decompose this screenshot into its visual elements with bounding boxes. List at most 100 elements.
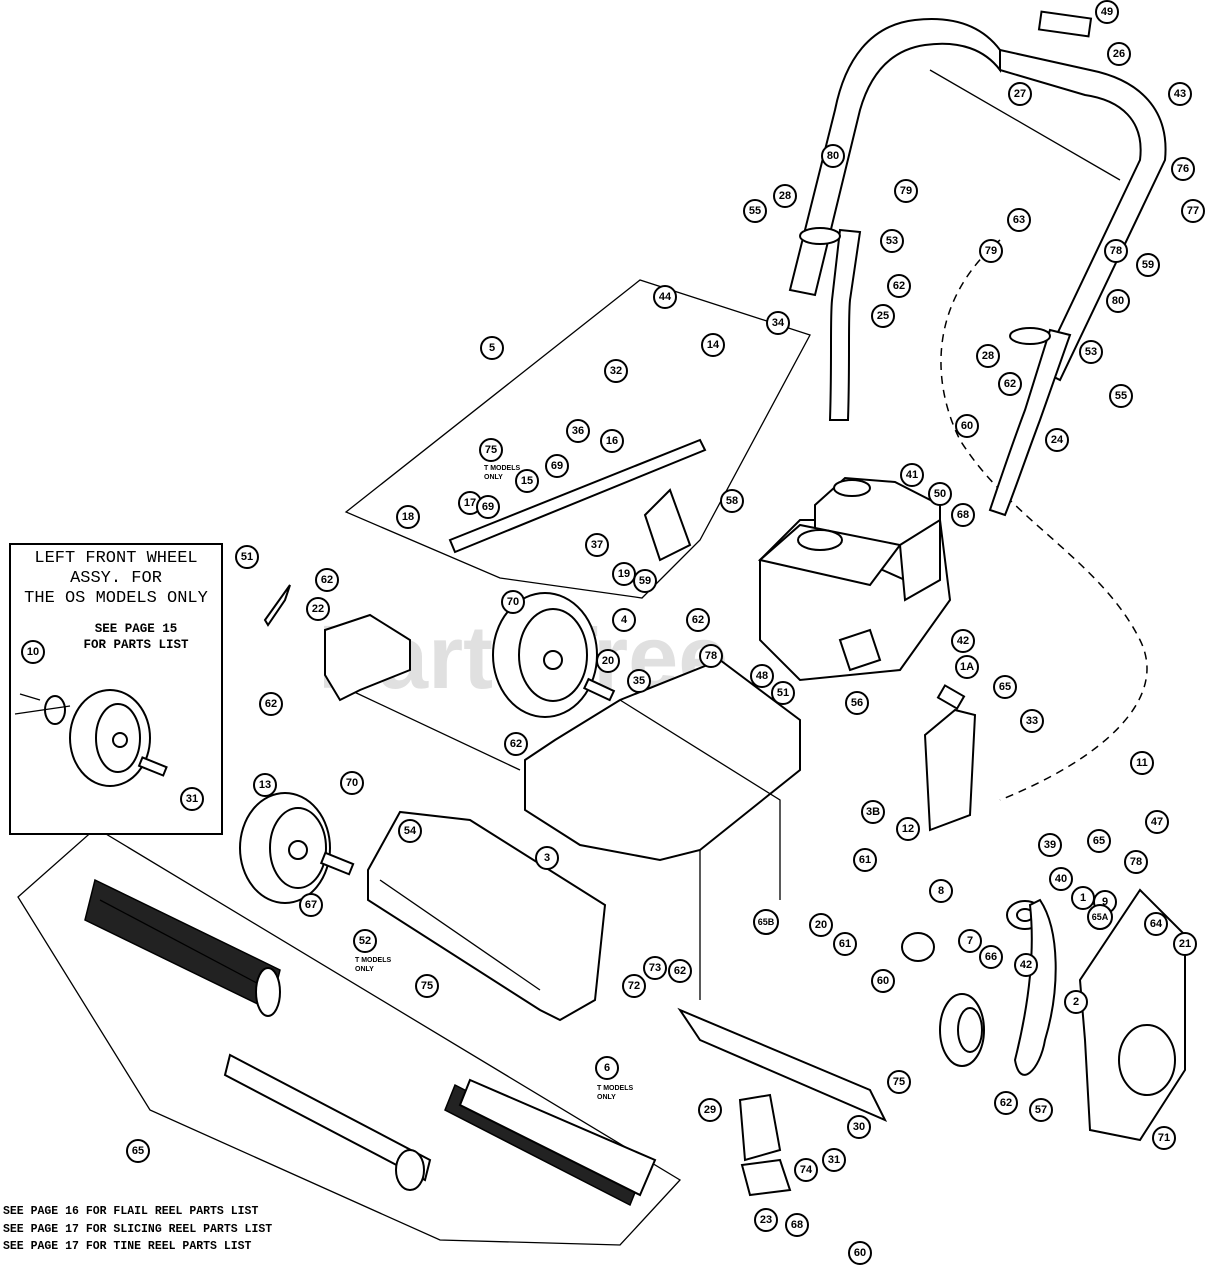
callout-41: 41 bbox=[900, 463, 924, 487]
callout-label: 56 bbox=[851, 697, 863, 709]
callout-label: 71 bbox=[1158, 1132, 1170, 1144]
callout-50: 50 bbox=[928, 482, 952, 506]
callout-label: 70 bbox=[507, 596, 519, 608]
callout-label: 36 bbox=[572, 425, 584, 437]
callout-49: 49 bbox=[1095, 0, 1119, 24]
callout-label: 54 bbox=[404, 825, 417, 837]
callout-label: 29 bbox=[704, 1104, 716, 1116]
callout-72: 72 bbox=[622, 974, 646, 998]
callout-label: 4 bbox=[621, 614, 628, 626]
callout-62: 62 bbox=[998, 372, 1022, 396]
callout-60: 60 bbox=[871, 969, 895, 993]
inset-left-front-wheel: LEFT FRONT WHEEL ASSY. FOR THE OS MODELS… bbox=[9, 543, 223, 835]
callout-62: 62 bbox=[887, 274, 911, 298]
t-models-note-1-line-1: T MODELS bbox=[484, 465, 520, 472]
callout-73: 73 bbox=[643, 956, 667, 980]
callout-label: 7 bbox=[967, 935, 973, 947]
bracket-22 bbox=[324, 613, 411, 702]
callout-51: 51 bbox=[771, 681, 795, 705]
callout-65: 65 bbox=[1087, 829, 1111, 853]
callout-label: 3 bbox=[544, 852, 550, 864]
flail-reel bbox=[84, 878, 281, 1017]
callout-32: 32 bbox=[604, 359, 628, 383]
callout-label: 13 bbox=[259, 779, 271, 791]
plate-51 bbox=[263, 584, 291, 627]
callout-19: 19 bbox=[612, 562, 636, 586]
callout-70: 70 bbox=[501, 590, 525, 614]
handle-dash-line bbox=[940, 239, 1148, 801]
callout-58: 58 bbox=[720, 489, 744, 513]
callout-label: 9 bbox=[1102, 896, 1108, 908]
callout-label: 62 bbox=[692, 614, 704, 626]
callout-label: 74 bbox=[800, 1164, 813, 1176]
callout-label: 48 bbox=[756, 670, 768, 682]
callout-label: 77 bbox=[1187, 205, 1199, 217]
callout-label: 53 bbox=[886, 235, 898, 247]
wheel-3 bbox=[239, 792, 355, 904]
callout-label: 78 bbox=[705, 650, 717, 662]
handle-assembly bbox=[788, 10, 1167, 517]
callout-36: 36 bbox=[566, 419, 590, 443]
callout-80: 80 bbox=[1106, 289, 1130, 313]
callout-62: 62 bbox=[504, 732, 528, 756]
callout-label: 12 bbox=[902, 823, 914, 835]
callout-71: 71 bbox=[1152, 1126, 1176, 1150]
callout-label: 55 bbox=[1115, 390, 1127, 402]
callout-53: 53 bbox=[1079, 340, 1103, 364]
callout-label: 75 bbox=[485, 444, 497, 456]
callout-label: 79 bbox=[985, 245, 997, 257]
t-models-note-3-line-2: ONLY bbox=[597, 1094, 616, 1101]
callout-label: 65A bbox=[1092, 912, 1109, 922]
callout-label: 62 bbox=[1004, 378, 1016, 390]
callout-label: 10 bbox=[27, 646, 39, 658]
callout-label: 35 bbox=[633, 675, 645, 687]
callout-74: 74 bbox=[794, 1158, 818, 1182]
callout-78: 78 bbox=[699, 644, 723, 668]
callout-68: 68 bbox=[785, 1213, 809, 1237]
callout-55: 55 bbox=[1109, 384, 1133, 408]
callout-54: 54 bbox=[398, 819, 422, 843]
callout-label: 8 bbox=[938, 885, 944, 897]
callout-47: 47 bbox=[1145, 810, 1169, 834]
spacer-1A bbox=[936, 684, 966, 710]
callout-20: 20 bbox=[809, 913, 833, 937]
callout-25: 25 bbox=[871, 304, 895, 328]
callout-label: 60 bbox=[961, 420, 973, 432]
callout-59: 59 bbox=[1136, 253, 1160, 277]
callout-13: 13 bbox=[253, 773, 277, 797]
callout-label: 26 bbox=[1113, 48, 1125, 60]
callout-75: 75 bbox=[415, 974, 439, 998]
drive-pulleys bbox=[901, 898, 1057, 1076]
callout-42: 42 bbox=[1014, 953, 1038, 977]
callout-65: 65 bbox=[993, 675, 1017, 699]
callout-42: 42 bbox=[951, 629, 975, 653]
callout-label: 40 bbox=[1055, 873, 1067, 885]
callout-label: 44 bbox=[659, 291, 672, 303]
inset-note-line-1: SEE PAGE 15 bbox=[95, 622, 178, 636]
callout-27: 27 bbox=[1008, 82, 1032, 106]
callout-label: 62 bbox=[321, 574, 333, 586]
callout-21: 21 bbox=[1173, 932, 1197, 956]
callout-label: 65 bbox=[132, 1145, 144, 1157]
callout-label: 73 bbox=[649, 962, 661, 974]
callout-label: 49 bbox=[1101, 6, 1113, 18]
callout-29: 29 bbox=[698, 1098, 722, 1122]
bracket-23 bbox=[740, 1158, 792, 1197]
callout-label: 42 bbox=[1020, 959, 1032, 971]
callout-59: 59 bbox=[633, 569, 657, 593]
callout-77: 77 bbox=[1181, 199, 1205, 223]
callout-14: 14 bbox=[701, 333, 725, 357]
callout-65: 65 bbox=[126, 1139, 150, 1163]
callout-label: 39 bbox=[1044, 839, 1056, 851]
callout-label: 34 bbox=[772, 317, 785, 329]
callout-label: 60 bbox=[854, 1247, 866, 1259]
callout-label: 28 bbox=[779, 190, 791, 202]
callout-label: 78 bbox=[1110, 245, 1122, 257]
callout-23: 23 bbox=[754, 1208, 778, 1232]
callout-24: 24 bbox=[1045, 428, 1069, 452]
callout-12: 12 bbox=[896, 817, 920, 841]
callout-label: 75 bbox=[421, 980, 433, 992]
callout-label: 23 bbox=[760, 1214, 772, 1226]
footer-note-flail: SEE PAGE 16 FOR FLAIL REEL PARTS LIST bbox=[3, 1205, 258, 1218]
inset-title-line-3: THE OS MODELS ONLY bbox=[24, 589, 208, 608]
